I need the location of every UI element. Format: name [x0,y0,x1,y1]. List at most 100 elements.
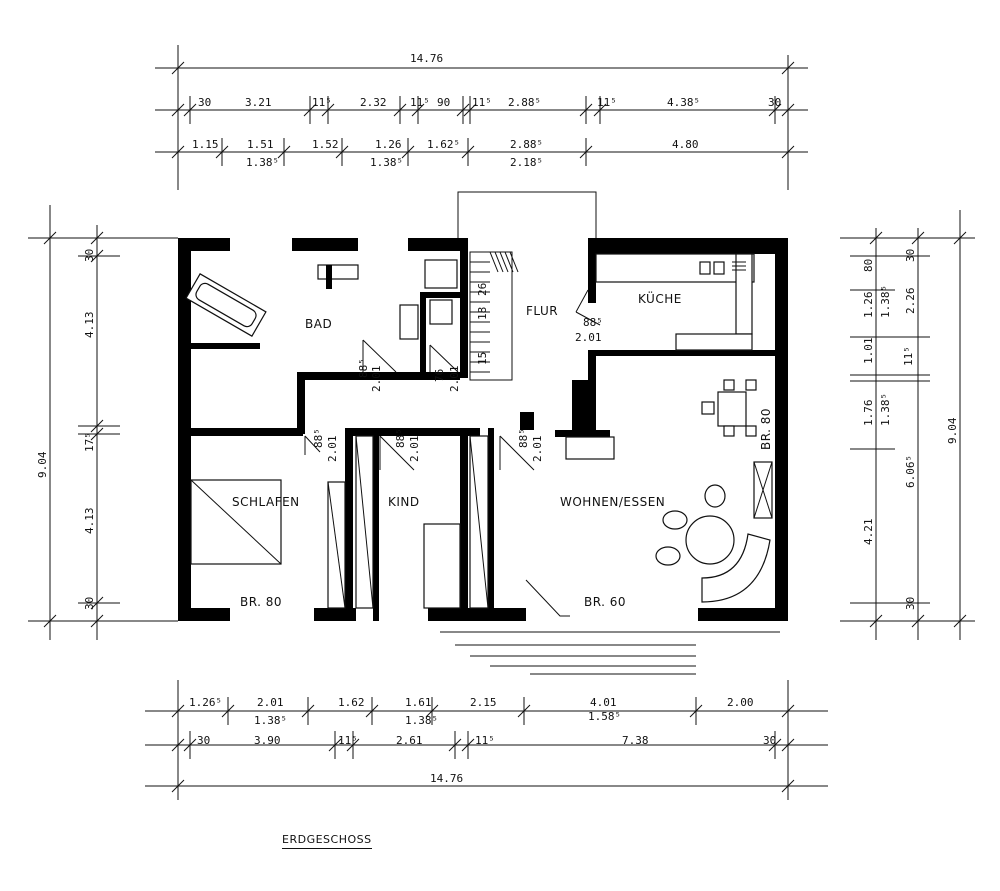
walls [178,238,788,621]
dim-left-4: 30 [83,597,96,610]
room-label-flur: FLUR [526,304,558,318]
round-table-icon [685,515,735,565]
dim-bot-r1-4: 2.15 [470,696,497,709]
dim-top-r2-6: 4.80 [672,138,699,151]
dim-top-r2-3: 1.26 [375,138,402,151]
dim-left-2: 17⁵ [83,432,96,452]
room-label-kind: KIND [388,495,420,509]
dining-table-icon [717,391,747,427]
dim-right-mid-1: 2.26 [904,288,917,315]
dim-right-inner-3: 1.01 [862,338,875,365]
dim-top-r1-6: 11⁵ [472,96,492,109]
bathtub-icon [185,273,267,337]
dim-bot-r1-3: 1.61 [405,696,432,709]
dim-bot-r1-0: 1.26⁵ [189,696,222,709]
door-schlafen-h: 2.01 [326,436,339,463]
washbasin-icon [317,264,359,280]
dim-bot-r1-5: 4.01 [590,696,617,709]
dim-right-inner-4: 11⁵ [902,346,915,366]
dim-top-r2-1: 1.51 [247,138,274,151]
dim-right-inner-6: 1.38⁵ [879,393,892,426]
dim-top-r1-8: 11⁵ [597,96,617,109]
plan-caption: ERDGESCHOSS [282,833,372,849]
dim-bot-r1-2: 1.62 [338,696,365,709]
dim-right-inner-7: 4.21 [862,519,875,546]
shower-icon [424,259,458,289]
dim-bot-r1-6: 2.00 [727,696,754,709]
right-dimension-chains: 80 1.26 1.38⁵ 1.01 11⁵ 1.76 1.38⁵ 4.21 3… [840,210,975,640]
dim-bot-r1-1: 2.01 [257,696,284,709]
dim-top-r2b-1: 1.38⁵ [370,156,403,169]
dim-left-3: 4.13 [83,508,96,535]
top-dimension-chains: 14.76 30 3.21 11⁵ 2.32 11⁵ 90 11⁵ 2.88⁵ … [155,45,808,190]
room-labels: BAD FLUR KÜCHE SCHLAFEN KIND WOHNEN/ESSE… [232,290,682,509]
dim-top-r1-9: 4.38⁵ [667,96,700,109]
dim-bot-r2-6: 30 [763,734,776,747]
dim-left-1: 4.13 [83,312,96,339]
wc-icon [399,304,419,340]
dim-right-inner-8: 30 [904,597,917,610]
dim-right-mid-0: 30 [904,249,917,262]
terrace-steps [440,631,780,675]
sink-small-icon [429,299,453,325]
dim-left-0: 30 [83,249,96,262]
door-kind-w: 88⁵ [394,428,407,448]
door-bad-h: 2.01 [370,366,383,393]
window-label-schlafen: BR. 80 [240,595,282,609]
door-wohnen-h: 2.01 [531,436,544,463]
dim-top-overall: 14.76 [410,52,443,65]
stair-label-0: 26 [476,283,489,296]
staircase: 26 18 15 [469,251,519,381]
dim-top-r1-1: 3.21 [245,96,272,109]
dim-top-r1-0: 30 [198,96,211,109]
dim-bot-overall: 14.76 [430,772,463,785]
dim-bot-r2-4: 11⁵ [475,734,495,747]
dim-top-r1-7: 2.88⁵ [508,96,541,109]
window-label-wohnen: BR. 60 [584,595,626,609]
dim-bot-r2-3: 2.61 [396,734,423,747]
door-wohnen-w: 88⁵ [517,428,530,448]
dim-bot-r1b-2: 1.58⁵ [588,710,621,723]
dim-right-inner-1: 1.26 [862,292,875,319]
dim-top-r2-4: 1.62⁵ [427,138,460,151]
dim-bot-r1b-1: 1.38⁵ [405,714,438,727]
door-labels: 88⁵ 2.01 76 2.01 88⁵ 2.01 88⁵ 2.01 88⁵ 2… [312,316,603,462]
kitchen-counter-icon [595,253,755,283]
dim-top-r1-5: 90 [437,96,450,109]
window-label-essen: BR. 80 [759,408,773,450]
dim-bot-r2-5: 7.38 [622,734,649,747]
room-label-schlafen: SCHLAFEN [232,495,300,509]
door-kueche-h: 2.01 [575,331,602,344]
dim-right-inner-2: 1.38⁵ [879,285,892,318]
window-labels: BR. 80 BR. 60 BR. 80 [240,408,773,609]
room-label-wohnen: WOHNEN/ESSEN [560,495,665,509]
door-wc-h: 2.01 [448,366,461,393]
dim-top-r1-10: 30 [768,96,781,109]
dim-left-overall: 9.04 [36,451,49,478]
dim-top-r2b-0: 1.38⁵ [246,156,279,169]
stair-label-2: 15 [476,352,489,365]
dim-right-mid-2: 6.06⁵ [904,455,917,488]
left-dimension-chains: 9.04 30 4.13 17⁵ 4.13 30 [28,205,178,640]
dim-right-overall: 9.04 [946,417,959,444]
door-kind-h: 2.01 [408,436,421,463]
bottom-dimension-chains: 1.26⁵ 2.01 1.62 1.61 2.15 4.01 2.00 1.38… [145,680,828,800]
bed-icon [190,479,282,565]
sofa-icon [701,533,771,603]
dim-right-inner-5: 1.76 [862,400,875,427]
door-bad-w: 88⁵ [357,358,370,378]
door-wc-w: 76 [433,369,446,382]
dim-bot-r1b-0: 1.38⁵ [254,714,287,727]
dim-bot-r2-2: 11⁵ [338,734,358,747]
dim-top-r2b-2: 2.18⁵ [510,156,543,169]
room-label-bad: BAD [305,317,332,331]
room-label-kueche: KÜCHE [638,290,682,306]
entrance-canopy [457,191,597,238]
dim-top-r1-3: 2.32 [360,96,387,109]
dim-top-r2-5: 2.88⁵ [510,138,543,151]
door-kueche-w: 88⁵ [583,316,603,329]
furniture [185,253,773,609]
door-swings [304,289,601,617]
dim-right-inner-0: 80 [862,259,875,272]
